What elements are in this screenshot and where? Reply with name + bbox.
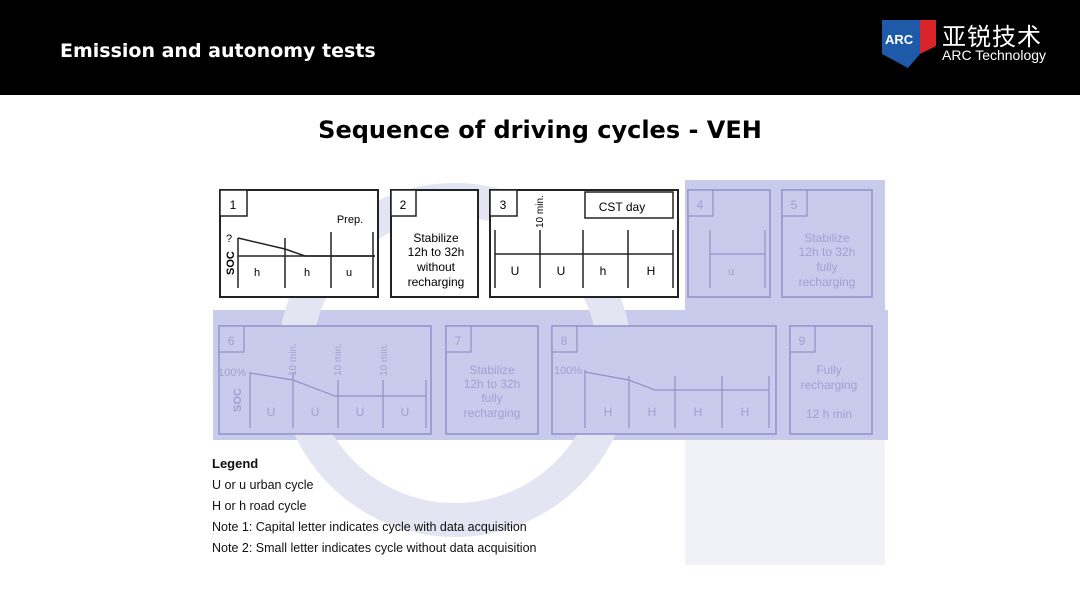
cycle-cell: h xyxy=(254,267,260,279)
box-text-line: 12 h min xyxy=(806,407,852,421)
box-number-4: 4 xyxy=(697,198,704,212)
cycle-cell: H xyxy=(648,405,657,419)
cycle-cell: U xyxy=(311,405,320,419)
box-number-7: 7 xyxy=(455,334,462,348)
arc-logo-icon: ARC xyxy=(882,20,936,68)
header-bar: Emission and autonomy tests ARC 亚锐技术 ARC… xyxy=(0,0,1080,95)
unknown-soc-label: ? xyxy=(226,233,232,245)
box-text-line: Stabilize xyxy=(469,363,515,377)
cycle-cell: u xyxy=(346,267,352,279)
box-text-line: fully xyxy=(481,391,502,405)
page-title: Sequence of driving cycles - VEH xyxy=(318,116,762,144)
legend-item: H or h road cycle xyxy=(212,499,307,513)
cycle-cell: U xyxy=(267,405,276,419)
cycle-cell: u xyxy=(728,266,734,278)
box-text-line: recharging xyxy=(408,275,465,289)
box-text-line: recharging xyxy=(799,275,856,289)
prep-label: Prep. xyxy=(337,214,363,226)
box-number-9: 9 xyxy=(799,334,806,348)
ten-min-label: 10 min. xyxy=(379,343,390,376)
cycle-cell: H xyxy=(741,405,750,419)
percent-label: 100% xyxy=(554,365,582,377)
cycle-box-3: 3 10 min. CST day U U h H xyxy=(489,189,679,298)
legend-item: Note 2: Small letter indicates cycle wit… xyxy=(212,541,537,555)
ten-min-label: 10 min. xyxy=(535,195,546,228)
header-title: Emission and autonomy tests xyxy=(60,40,376,62)
cycle-box-8: 8 100% H H H H xyxy=(551,325,777,435)
soc-axis-label: SOC xyxy=(232,388,244,412)
cycle-box-7: 7 Stabilize 12h to 32h fully recharging xyxy=(445,325,539,435)
soc-axis-label: SOC xyxy=(225,251,237,275)
box-text-line: recharging xyxy=(464,406,521,420)
box-text-line: Fully xyxy=(816,363,841,377)
cycle-cell: H xyxy=(694,405,703,419)
legend-item: Note 1: Capital letter indicates cycle w… xyxy=(212,520,527,534)
legend: Legend U or u urban cycle H or h road cy… xyxy=(212,456,536,559)
ten-min-label: 10 min. xyxy=(333,343,344,376)
box-text-line: 12h to 32h xyxy=(408,245,465,259)
box-number-1: 1 xyxy=(230,198,237,212)
cycle-cell: U xyxy=(356,405,365,419)
cycle-box-2: 2 Stabilize 12h to 32h without rechargin… xyxy=(390,189,479,298)
logo-text: ARC xyxy=(885,32,914,47)
cycle-cell: h xyxy=(304,267,310,279)
cycle-cell: H xyxy=(604,405,613,419)
box-text-line: 12h to 32h xyxy=(799,245,856,259)
box-number-8: 8 xyxy=(561,334,568,348)
cycle-cell: U xyxy=(401,405,410,419)
ten-min-label: 10 min. xyxy=(288,343,299,376)
cst-day-label: CST day xyxy=(599,200,645,214)
box-number-6: 6 xyxy=(228,334,235,348)
cycle-box-9: 9 Fully recharging 12 h min xyxy=(789,325,873,435)
cycle-box-4: 4 u xyxy=(687,189,771,298)
cycle-box-1: 1 Prep. ? SOC h h u xyxy=(219,189,379,298)
box-text-line: without xyxy=(416,260,456,274)
percent-label: 100% xyxy=(218,367,246,379)
cycle-box-6: 6 100% SOC 10 min. 10 min. 10 min. U U U… xyxy=(218,325,432,435)
cycle-cell: U xyxy=(511,264,520,278)
brand-name-english: ARC Technology xyxy=(942,47,1047,63)
box-text-line: fully xyxy=(816,260,837,274)
legend-item: U or u urban cycle xyxy=(212,478,314,492)
box-number-5: 5 xyxy=(791,198,798,212)
cycle-box-5: 5 Stabilize 12h to 32h fully recharging xyxy=(781,189,873,298)
box-number-3: 3 xyxy=(500,198,507,212)
legend-title: Legend xyxy=(212,456,259,471)
box-text-line: recharging xyxy=(801,378,858,392)
box-number-2: 2 xyxy=(400,198,407,212)
brand-name-chinese: 亚锐技术 xyxy=(942,23,1042,51)
box-text-line: Stabilize xyxy=(804,231,850,245)
box-text-line: Stabilize xyxy=(413,231,459,245)
cycle-cell: h xyxy=(600,264,607,278)
driving-cycle-diagram: 1 Prep. ? SOC h h u 2 Stabilize 12h to 3… xyxy=(213,180,888,565)
cycle-cell: H xyxy=(647,264,656,278)
box-text-line: 12h to 32h xyxy=(464,377,521,391)
cycle-cell: U xyxy=(557,264,566,278)
